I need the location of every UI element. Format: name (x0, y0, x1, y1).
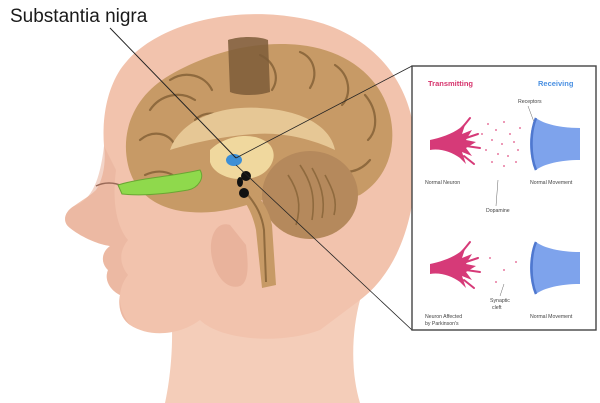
cerebellum (262, 151, 358, 239)
title-substantia-nigra: Substantia nigra (10, 6, 148, 27)
receptors-label: Receptors (518, 99, 542, 105)
bottom-left-label-1: Neuron Affected (425, 314, 462, 320)
receptor-top (530, 117, 580, 171)
top-right-label: Normal Movement (530, 180, 573, 186)
synaptic-label-2: cleft (492, 305, 502, 311)
green-tract (117, 169, 203, 196)
transmitting-header: Transmitting (428, 79, 473, 88)
nigra-dot-3 (237, 177, 243, 187)
inset-panel: Transmitting Receiving Receptors (411, 65, 597, 331)
nigra-dot-2 (239, 188, 249, 198)
bottom-left-label-2: by Parkinson's (425, 321, 459, 327)
receptors-leader (527, 105, 535, 123)
leader-line-title (109, 27, 237, 159)
synaptic-label-1: Synaptic (490, 298, 510, 304)
neuron-top (430, 117, 481, 165)
leader-line-panel-bottom (235, 164, 413, 331)
dopamine-leader (495, 179, 499, 207)
neuron-bottom (430, 241, 481, 289)
synaptic-leader (499, 283, 505, 297)
brain-dark-band (228, 37, 270, 95)
bottom-right-label: Normal Movement (530, 314, 573, 320)
top-left-label: Normal Neuron (425, 180, 460, 186)
corpus-callosum (170, 107, 335, 150)
dopamine-dots-bottom (489, 257, 517, 283)
ear (210, 224, 248, 287)
brain-illustration (117, 37, 393, 288)
leader-line-panel-top (235, 65, 413, 159)
panel-frame (411, 65, 597, 331)
receiving-header: Receiving (538, 79, 574, 88)
brainstem-inner (247, 194, 267, 283)
dopamine-label: Dopamine (486, 208, 510, 214)
receptor-bottom (530, 241, 580, 295)
nigra-dot-1 (241, 171, 251, 181)
dopamine-dots-top (481, 121, 521, 167)
face-shading (65, 146, 130, 325)
